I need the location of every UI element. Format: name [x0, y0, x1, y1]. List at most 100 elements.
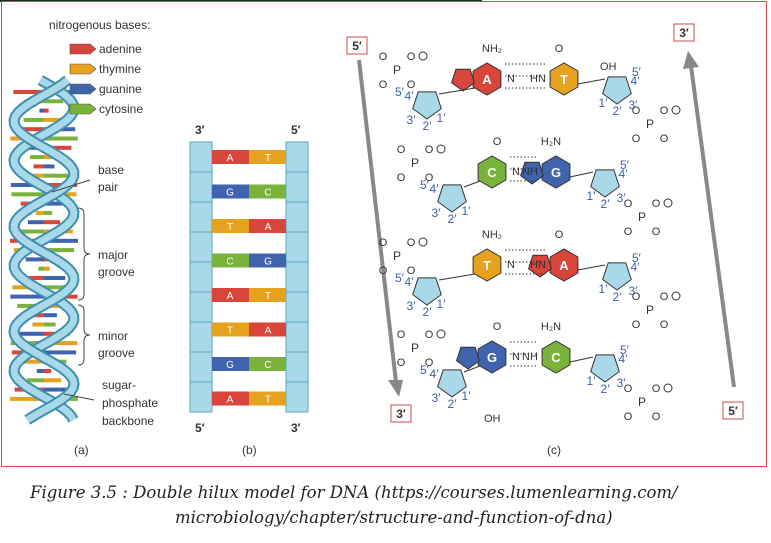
base-letter: C — [551, 350, 561, 365]
figure-caption: Figure 3.5 : Double hilux model for DNA … — [30, 480, 750, 530]
prime-label: 3′ — [629, 98, 639, 112]
glycosidic-bond — [438, 87, 476, 95]
oxygen-atom: O — [624, 383, 633, 395]
legend-swatch — [69, 43, 97, 55]
nucleobase-C: C — [541, 340, 571, 374]
backbone-strand — [10, 77, 78, 423]
base-pair-rung — [44, 387, 74, 392]
oxygen-atom: O — [624, 411, 633, 423]
base-ring — [451, 68, 475, 92]
right-strand-bottom-label: 5′ — [728, 404, 738, 418]
backbone-segment — [189, 171, 213, 203]
caption-line-1: Figure 3.5 : Double hilux model for DNA … — [30, 483, 678, 502]
negative-charge — [436, 329, 446, 339]
backbone-segment — [285, 261, 309, 293]
base-letter: C — [226, 257, 233, 268]
base-ring — [477, 340, 507, 374]
base-pair-rung — [15, 229, 44, 234]
minor-groove-label: minor — [98, 329, 128, 343]
base-pair-rung — [44, 220, 61, 225]
base-pair-rung — [27, 220, 44, 225]
base-letter: G — [264, 257, 272, 268]
pointer-line — [51, 179, 91, 193]
left-strand-bottom-label-box — [390, 404, 412, 423]
glycosidic-bond — [463, 365, 481, 373]
deoxyribose-sugar: 1′2′3′4′ — [599, 260, 641, 304]
base-ring — [477, 155, 507, 189]
base-A — [212, 150, 249, 164]
oxygen-atom: O — [660, 133, 669, 145]
deoxyribose-sugar: 1′2′3′4′ — [430, 367, 472, 411]
oxygen-atom: O — [660, 291, 669, 303]
oxygen-atom: O — [425, 144, 434, 156]
base-pair-rung — [23, 117, 44, 122]
base-letter: A — [227, 153, 234, 164]
legend-title: nitrogenous bases: — [49, 18, 150, 32]
prime-label: 2′ — [448, 212, 458, 226]
nucleobase-G: G — [456, 340, 507, 374]
base-ring — [549, 248, 579, 282]
oxygen-atom: O — [624, 198, 633, 210]
backbone-segment — [285, 171, 309, 203]
base-letter: A — [227, 395, 234, 406]
prime-label: 4′ — [430, 182, 440, 196]
oxygen-atom: O — [652, 198, 661, 210]
base-pair-rung — [33, 164, 44, 169]
prime-label: 1′ — [437, 297, 447, 311]
base-pair-rung — [44, 99, 64, 104]
prime-label: 2′ — [613, 290, 623, 304]
base-pair-rung — [44, 117, 65, 122]
base-T — [249, 150, 286, 164]
base-pair-rung — [44, 164, 55, 169]
hydroxyl-label: OH — [484, 413, 501, 425]
base-letter: C — [264, 360, 271, 371]
prime-label: 2′ — [601, 197, 611, 211]
base-pair-rung — [44, 108, 49, 113]
legend-swatch — [69, 83, 97, 95]
left-strand-arrow — [357, 59, 398, 383]
base-letter: A — [482, 72, 492, 87]
negative-charge — [418, 51, 428, 61]
base-pair-rung — [44, 276, 66, 280]
legend-label: thymine — [99, 62, 141, 76]
legend-label: adenine — [99, 42, 142, 56]
strand-end-label: 3′ — [195, 123, 205, 137]
prime-label: 1′ — [462, 389, 472, 403]
left-strand-arrowhead — [388, 380, 403, 397]
base-letter: T — [483, 258, 491, 273]
backbone-segment — [285, 291, 309, 323]
base-pair-rung — [44, 322, 56, 327]
atom-label: N — [512, 351, 520, 363]
backbone-segment — [189, 321, 213, 353]
base-pair-rung — [31, 313, 44, 318]
base-pair-rung — [36, 369, 44, 373]
atom-label: NH₂ — [482, 229, 502, 241]
glycosidic-bond — [577, 264, 606, 271]
base-T — [249, 288, 286, 302]
oxygen-atom: O — [660, 105, 669, 117]
base-pair-rung — [10, 183, 44, 187]
oxygen-atom: O — [632, 319, 641, 331]
base-pair-rung — [44, 369, 52, 373]
base-letter: A — [265, 222, 272, 233]
pointer-line — [63, 393, 95, 401]
phosphorus-atom: P — [393, 249, 401, 263]
base-ring — [541, 155, 571, 189]
oxygen-atom: O — [425, 357, 434, 369]
base-pair-rung — [44, 210, 53, 215]
prime-label: 1′ — [462, 204, 472, 218]
atom-label: N — [507, 259, 515, 271]
base-pair-rung — [10, 396, 44, 401]
oxygen-atom: O — [624, 226, 633, 238]
oxygen-atom: O — [407, 237, 416, 249]
base-ring — [528, 254, 552, 278]
sugar-ring — [437, 369, 467, 398]
base-letter: A — [227, 291, 234, 302]
left-strand-top-label: 5′ — [352, 39, 362, 53]
base-pair-rung — [44, 266, 50, 271]
base-pair-rung — [12, 127, 44, 132]
